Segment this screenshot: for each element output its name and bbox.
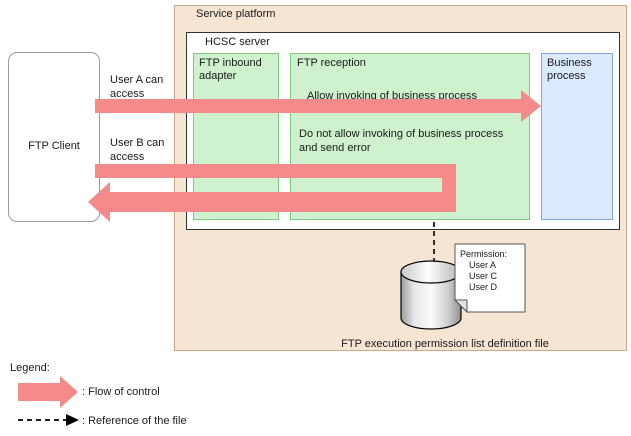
legend-reference-arrow-icon bbox=[18, 414, 79, 426]
business-process-label: Business process bbox=[547, 57, 592, 82]
definition-file-caption: FTP execution permission list definition… bbox=[341, 338, 549, 350]
business-process-box bbox=[541, 53, 613, 220]
permission-user-0: User A bbox=[469, 260, 497, 270]
user-a-access-caption: User A can access bbox=[110, 74, 164, 100]
ftp-client-label: FTP Client bbox=[28, 140, 80, 152]
permission-user-1: User C bbox=[469, 271, 498, 281]
legend-title: Legend: bbox=[10, 362, 50, 374]
permission-note-text: Permission: User A User C User D bbox=[460, 249, 524, 293]
permission-note-title: Permission: bbox=[460, 249, 508, 259]
ftp-client-box bbox=[8, 52, 100, 222]
legend-flow-arrow-icon bbox=[18, 376, 78, 408]
ftp-inbound-adapter-label: FTP inbound adapter bbox=[199, 57, 262, 82]
allow-invoking-note: Allow invoking of business process bbox=[307, 90, 477, 102]
permission-user-2: User D bbox=[469, 282, 498, 292]
legend-flow-label: : Flow of control bbox=[82, 386, 160, 398]
ftp-reception-label: FTP reception bbox=[297, 57, 366, 69]
legend-reference-label: : Reference of the file bbox=[82, 415, 187, 427]
deny-invoking-note: Do not allow invoking of business proces… bbox=[299, 128, 504, 154]
service-platform-label: Service platform bbox=[196, 8, 276, 20]
user-b-access-caption: User B can access bbox=[110, 137, 165, 163]
hcsc-server-label: HCSC server bbox=[205, 36, 270, 48]
